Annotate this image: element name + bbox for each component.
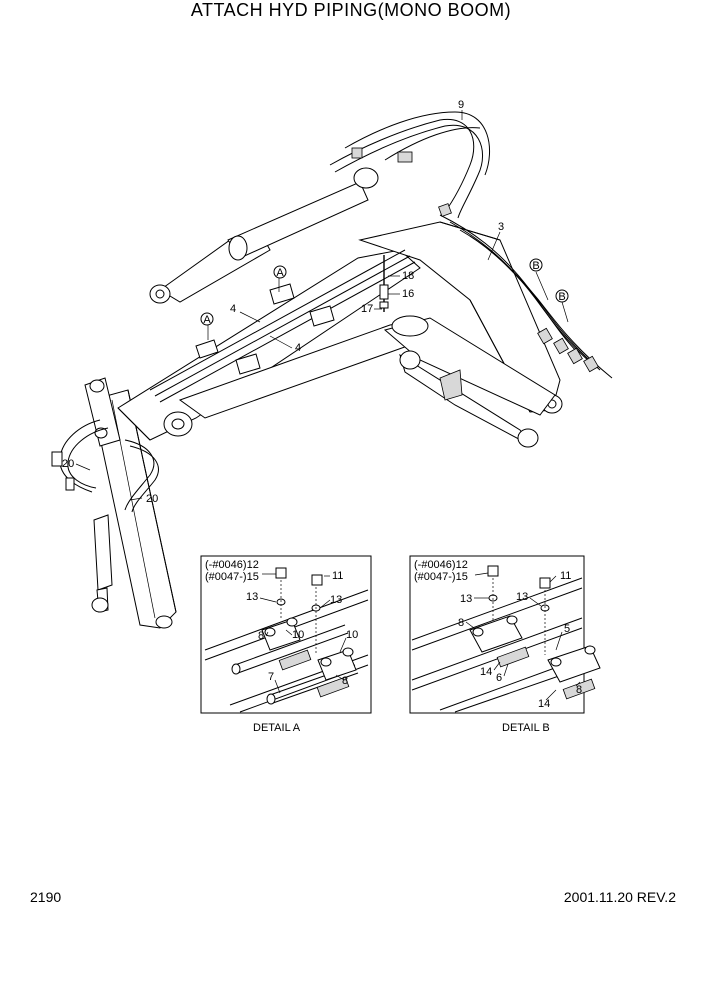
detail-ref-a-1 — [273, 265, 287, 279]
detail-b-label-6: 6 — [496, 672, 502, 684]
page-title: ATTACH HYD PIPING(MONO BOOM) — [190, 0, 512, 20]
detail-b-label-5: 5 — [564, 623, 570, 635]
detail-a-label-7: 7 — [268, 671, 274, 683]
detail-a-label-8b: 8 — [342, 675, 348, 687]
detail-ref-b-2-label: B — [558, 291, 565, 303]
detail-ref-b-1-label: B — [532, 260, 539, 272]
detail-b-clamp-upper — [469, 615, 523, 653]
detail-b-clamp-lower — [547, 645, 601, 683]
detail-ref-a-2-label: A — [203, 314, 211, 326]
detail-b-caption: DETAIL B — [502, 722, 550, 734]
label-16: 16 — [402, 288, 414, 300]
detail-a-label-10b: 10 — [346, 629, 358, 641]
page-number: 2190 — [30, 889, 62, 905]
detail-ref-b-2 — [555, 289, 569, 303]
detail-b-note-1: (-#0046)12 — [414, 559, 468, 571]
detail-a-label-13a: 13 — [246, 591, 258, 603]
revision-stamp: 2001.11.20 REV.2 — [563, 889, 676, 905]
detail-a-label-8a: 8 — [258, 630, 264, 642]
bucket-cylinder — [93, 514, 113, 591]
label-20-right: 20 — [146, 493, 158, 505]
main-leaders — [75, 110, 569, 501]
label-4-lower: 4 — [295, 342, 301, 354]
detail-b-label-13a: 13 — [460, 593, 472, 605]
detail-a — [200, 555, 372, 714]
pipe-clamp — [195, 339, 219, 359]
boom-pipe-1 — [149, 249, 406, 391]
label-18: 18 — [402, 270, 414, 282]
detail-a-label-10a: 10 — [292, 629, 304, 641]
label-9: 9 — [458, 99, 464, 111]
arm-cylinder — [227, 181, 369, 259]
detail-a-clamp-lower — [317, 649, 357, 681]
boom-assembly — [51, 111, 613, 629]
label-20-left: 20 — [62, 458, 74, 470]
detail-a-clamp-upper — [261, 619, 301, 651]
label-4-upper: 4 — [230, 303, 236, 315]
detail-b — [409, 555, 601, 714]
detail-a-note-1: (-#0046)12 — [205, 559, 259, 571]
detail-b-label-11: 11 — [560, 570, 571, 582]
detail-b-label-13b: 13 — [516, 591, 528, 603]
hose-20b — [124, 439, 155, 511]
detail-a-caption: DETAIL A — [253, 722, 301, 734]
detail-b-label-8b: 8 — [576, 684, 582, 696]
detail-b-frame — [409, 555, 585, 714]
detail-a-label-11: 11 — [332, 570, 343, 582]
hose-9a — [329, 118, 475, 213]
detail-ref-a-1-label: A — [276, 267, 284, 279]
detail-a-frame — [200, 555, 372, 714]
detail-b-note-2: (#0047-)15 — [414, 571, 468, 583]
detail-a-label-13b: 13 — [330, 594, 342, 606]
detail-a-note-2: (#0047-)15 — [205, 571, 259, 583]
label-17: 17 — [361, 303, 373, 315]
detail-b-label-14a: 14 — [480, 666, 492, 678]
label-3: 3 — [498, 221, 504, 233]
detail-b-label-8a: 8 — [458, 617, 464, 629]
detail-b-label-14b: 14 — [538, 698, 550, 710]
detail-ref-a-2 — [200, 312, 214, 326]
detail-ref-b-1 — [529, 258, 543, 272]
boom-cylinder — [399, 353, 531, 446]
